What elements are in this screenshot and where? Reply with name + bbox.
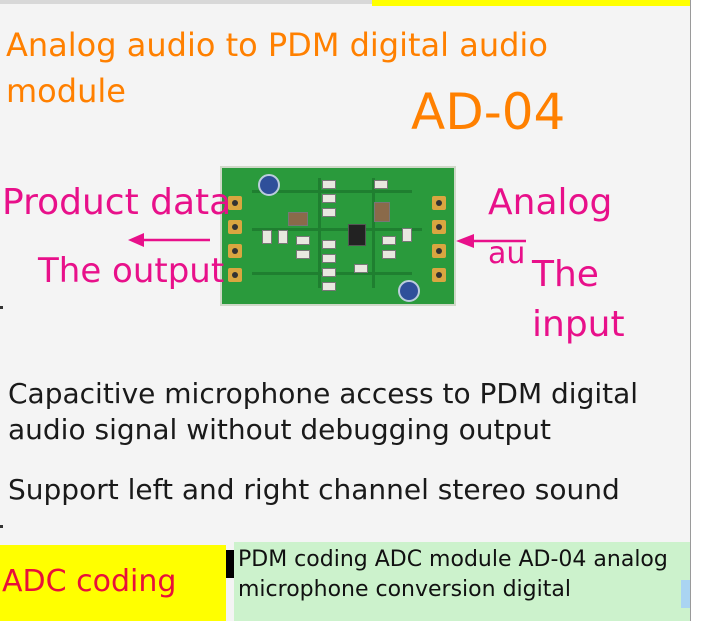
adc-coding-banner <box>0 545 226 621</box>
banner-divider <box>226 550 234 578</box>
top-border <box>0 0 372 4</box>
pcb-module-image <box>220 166 456 306</box>
description-line-1: Capacitive microphone access to PDM digi… <box>8 377 639 446</box>
input-arrow-icon <box>456 234 526 248</box>
solder-pad <box>228 196 242 210</box>
solder-pad <box>228 244 242 258</box>
analog-label: Analog <box>488 182 613 223</box>
banner-edge <box>681 580 690 608</box>
the-input-label: The input <box>532 254 625 345</box>
the-output-label: The output <box>38 251 225 291</box>
output-arrow-icon <box>128 233 210 247</box>
description-line-2: Support left and right channel stereo so… <box>8 473 620 506</box>
page-title: Analog audio to PDM digital audio module <box>6 26 548 110</box>
solder-pad <box>228 268 242 282</box>
audio-label-partial: au <box>488 236 526 271</box>
solder-pad <box>432 268 446 282</box>
solder-pad <box>432 196 446 210</box>
mounting-hole <box>398 280 420 302</box>
model-number: AD-04 <box>411 83 566 141</box>
edge-tick <box>0 525 3 528</box>
solder-pad <box>432 220 446 234</box>
right-edge-strip <box>690 0 705 621</box>
edge-tick <box>0 306 3 309</box>
solder-pad <box>432 244 446 258</box>
top-accent-bar <box>372 0 690 6</box>
solder-pad <box>228 220 242 234</box>
pdm-info-banner <box>234 542 690 621</box>
product-data-label: Product data <box>2 182 232 223</box>
pdm-info-text: PDM coding ADC module AD-04 analog micro… <box>238 547 668 602</box>
mounting-hole <box>258 174 280 196</box>
adc-coding-label: ADC coding <box>2 564 177 599</box>
ic-chip <box>348 224 366 246</box>
